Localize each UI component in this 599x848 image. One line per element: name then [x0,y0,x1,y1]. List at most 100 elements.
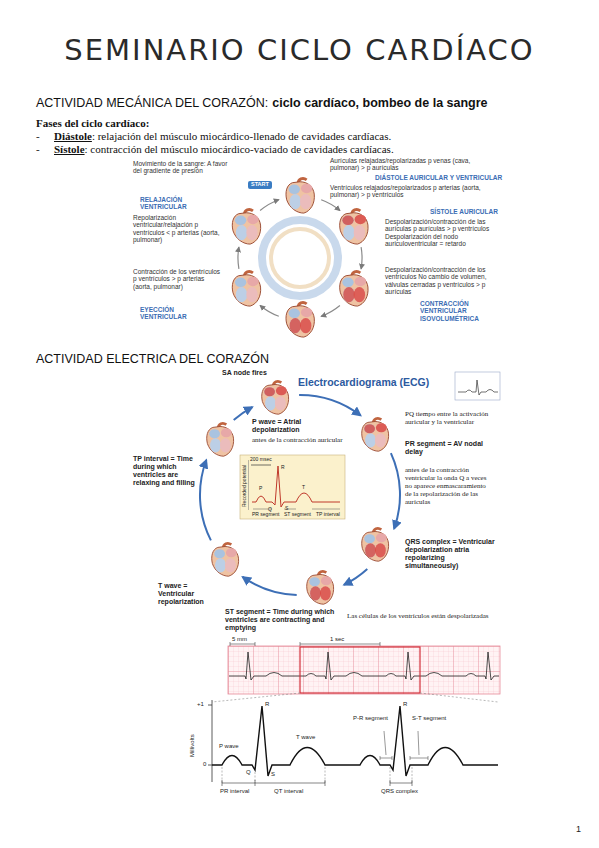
heart-figure [307,571,334,604]
ecg-cycle-arrows [299,395,361,416]
graph-label: P [259,486,262,491]
bullet-text: - [36,130,54,143]
interval-label: QRS complex [381,788,418,794]
interval-label: PR interval [220,788,249,794]
heart-figure [362,528,389,561]
text-line: R [265,701,273,708]
heart-figure [362,418,389,451]
heart-figure [232,179,368,338]
lead-ecg-diagram [222,767,412,783]
ecg-strip [300,642,380,646]
figure-note: Movimiento de la sangre: A favor del gra… [133,160,227,174]
wave-label: P wave [219,743,239,749]
text-line: QRS complex [381,788,429,795]
axis-title: Millivolts [189,734,195,757]
text-line: ST segment = Time during which ventricle… [225,608,343,632]
ecg-inset-panel: 200 msecRPQSTPR segmentST segmentTP inte… [240,455,345,519]
text-line: P wave = Atrial depolarization [252,418,350,434]
wave-label: R [403,701,407,707]
figure-note: Aurículas relajadas/repolarizadas p vena… [330,157,470,171]
text-line: EYECCIÓN VENTRICULAR [140,306,220,321]
cycle-arrows [361,247,363,269]
mini-ecg [455,372,500,400]
phase-name: EYECCIÓN VENTRICULAR [140,306,187,320]
event-label: SA node fires [222,369,267,376]
segment-label: S-T segment [412,715,446,721]
text-line: Electrocardiograma (ECG) [298,376,448,388]
ecg-strip [229,652,499,680]
bullet-text: Diástole [54,130,92,142]
text-line: P wave [219,743,249,750]
event-label: QRS complex = Ventricular depolarization… [405,538,495,569]
text-line: Q [246,769,254,776]
text-line: 5 mm [232,636,272,643]
text-line: CONTRACCIÓN VENTRICULAR ISOVOLUMÉTRICA [420,300,505,322]
text-line: DIÁSTOLE AURICULAR Y VENTRICULAR [375,174,505,181]
section-heading: ciclo cardíaco, bombeo de la sangre [272,96,487,110]
heart-figure [262,381,289,414]
figure-note: Contracción de los ventrículos p ventríc… [133,268,220,290]
ecg-inset-graph [252,466,340,507]
interval-label: QT interval [274,788,303,794]
text-line: SA node fires [222,369,282,377]
bullet-text: - [36,143,54,156]
text-line: antes de la contracción auricular [252,436,347,444]
heart-figure [290,318,312,333]
event-label: T wave = Ventricular repolarization [158,582,204,605]
graph-label: S [285,506,288,511]
ecg-strip [300,647,420,693]
graph-label: ST segment [284,512,311,517]
text-line: S-T segment [412,715,452,722]
cycle-arrows [321,200,340,211]
handwritten-note: antes de la contracción ventricular la o… [405,466,486,506]
ecg-inset-graph [251,465,271,466]
mini-ecg [458,380,498,395]
heart-figure [207,381,389,604]
text-line: Despolarización/contracción de las auríc… [385,218,500,248]
cycle-ring [271,229,329,287]
event-label: ST segment = Time during which ventricle… [225,608,334,631]
cycle-ring [262,220,338,296]
cycle-arrows [321,306,340,317]
text-line: Despolarización/contracción de los ventr… [385,266,500,296]
figure-note: Despolarización/contracción de los ventr… [385,266,487,295]
start-tag: START [248,181,272,189]
text-line: Ventrículos relajados/repolarizados p ar… [330,184,495,199]
event-label: P wave = Atrial depolarization [252,418,301,433]
cycle-arrows [260,200,279,211]
section-heading: ACTIVIDAD MECÁNICA DEL CORAZÓN: [36,96,268,110]
heart-figure [286,303,314,338]
graph-label: T [302,485,305,490]
section-heading: ACTIVIDAD ELECTRICA DEL CORAZÓN [36,352,269,366]
page-title: SEMINARIO CICLO CARDÍACO [0,36,599,65]
tag-text: START [251,182,269,188]
lead-ecg-diagram [208,700,498,786]
phase-name: DIÁSTOLE AURICULAR Y VENTRICULAR [375,174,502,181]
text-line: -Sístole: contracción del músculo miocár… [36,143,591,156]
graph-label: Recorded potential [242,465,247,507]
text-line: Repolarización ventricular/relajación p … [133,214,221,244]
ecg-cycle-arrows [391,453,400,529]
mini-ecg [455,372,500,400]
wave-label: S [271,771,275,777]
handwritten-note: Las células de los ventrículos están des… [347,612,489,620]
text-line: PQ tiempo entre la activación auricular … [405,410,493,426]
bullet-text: : relajación del músculo miocárdico-llen… [92,130,391,142]
text-line: Movimiento de la sangre: A favor del gra… [133,160,233,175]
figure-note: Despolarización/contracción de las auríc… [385,218,489,247]
segment-label: P-R segment [353,715,388,721]
text-line: Millivolts [189,734,196,757]
heart-figure [343,287,365,302]
phase-name: CONTRACCIÓN VENTRICULAR ISOVOLUMÉTRICA [420,300,479,322]
bullet-text: Sístole [54,143,85,155]
phase-name: RELAJACIÓN VENTRICULAR [140,196,187,210]
graph-label: PR segment [252,512,280,517]
axis-tick: +1 [197,701,204,707]
text-line: -Diástole: relajación del músculo miocár… [36,130,591,143]
text-line: SÍSTOLE AURICULAR [430,208,505,215]
text-line: QT interval [274,788,318,795]
handwritten-note: PQ tiempo entre la activación auricular … [405,410,488,426]
ecg-strip [228,646,500,694]
lead-ecg-diagram [208,700,212,782]
phase-name: SÍSTOLE AURICULAR [430,208,498,215]
